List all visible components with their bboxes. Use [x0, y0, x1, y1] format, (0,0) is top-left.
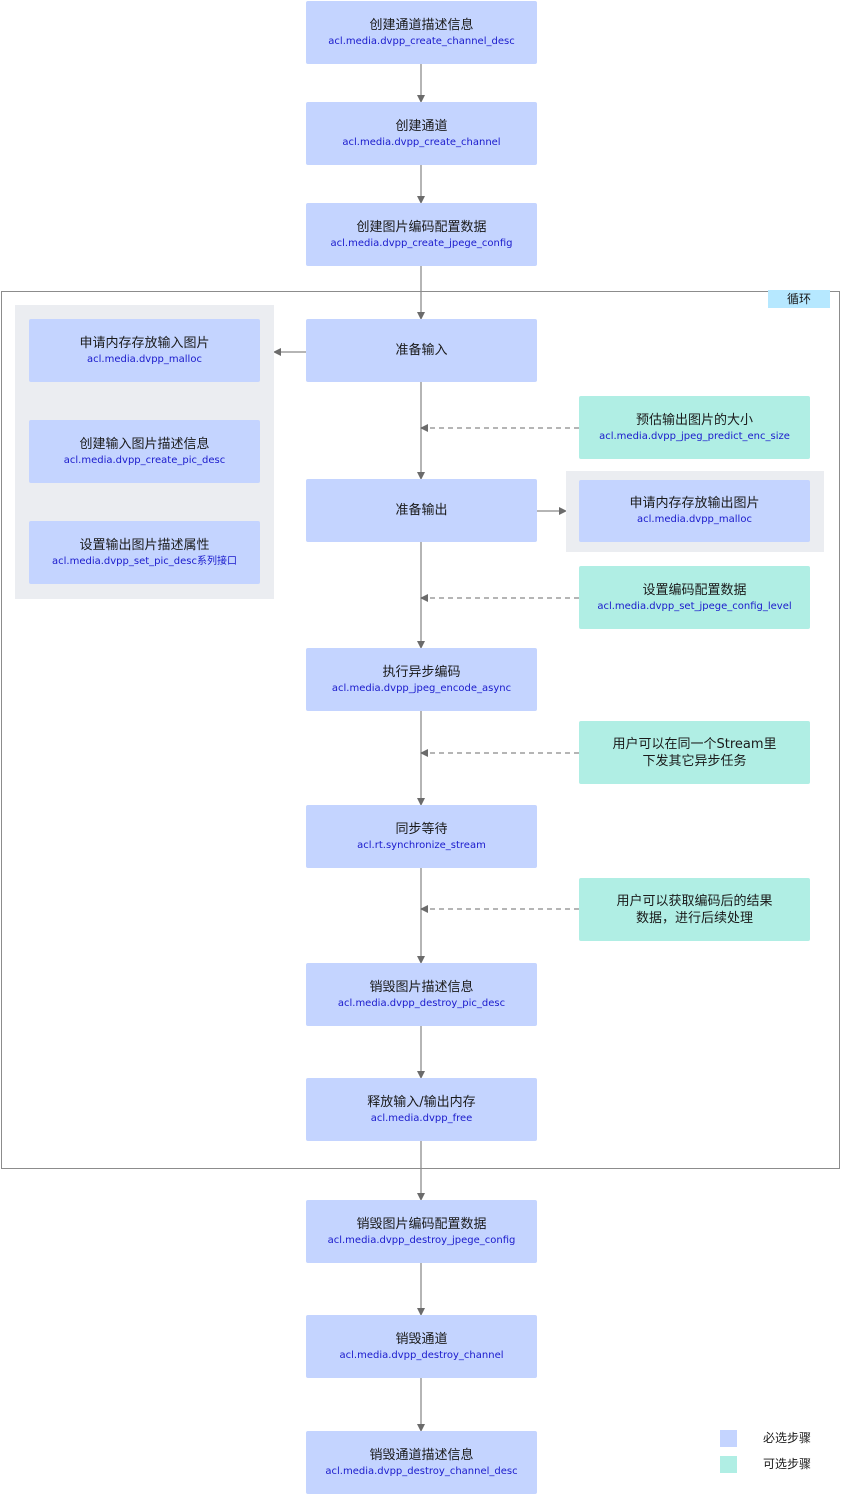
legend-optional-swatch [720, 1456, 737, 1473]
optional-predict-enc-size: 预估输出图片的大小 acl.media.dvpp_jpeg_predict_en… [579, 396, 810, 459]
step-destroy-jpege-config: 销毁图片编码配置数据 acl.media.dvpp_destroy_jpege_… [306, 1200, 537, 1263]
step-title: 申请内存存放输入图片 [79, 335, 210, 351]
step-title: 销毁通道 [395, 1331, 448, 1347]
step-code: acl.media.dvpp_destroy_pic_desc [337, 997, 506, 1009]
legend-optional-label: 可选步骤 [763, 1457, 812, 1471]
step-code: acl.media.dvpp_destroy_jpege_config [327, 1234, 516, 1246]
input-step-create-pic-desc: 创建输入图片描述信息 acl.media.dvpp_create_pic_des… [29, 420, 260, 483]
optional-set-jpege-config: 设置编码配置数据 acl.media.dvpp_set_jpege_config… [579, 566, 810, 629]
step-title: 创建通道 [395, 118, 448, 134]
step-code: acl.media.dvpp_destroy_channel [339, 1349, 504, 1361]
step-code: acl.media.dvpp_malloc [87, 353, 202, 365]
step-title: 设置编码配置数据 [642, 582, 747, 598]
step-synchronize-stream: 同步等待 acl.rt.synchronize_stream [306, 805, 537, 868]
note-line: 用户可以获取编码后的结果 [616, 893, 773, 909]
step-destroy-channel: 销毁通道 acl.media.dvpp_destroy_channel [306, 1315, 537, 1378]
step-title: 执行异步编码 [382, 664, 461, 680]
step-destroy-pic-desc: 销毁图片描述信息 acl.media.dvpp_destroy_pic_desc [306, 963, 537, 1026]
step-create-channel-desc: 创建通道描述信息 acl.media.dvpp_create_channel_d… [306, 1, 537, 64]
step-code: acl.media.dvpp_create_channel [342, 136, 501, 148]
step-code: acl.rt.synchronize_stream [357, 839, 486, 851]
optional-process-result-note: 用户可以获取编码后的结果 数据，进行后续处理 [579, 878, 810, 941]
step-title: 销毁图片描述信息 [369, 979, 474, 995]
step-title: 设置输出图片描述属性 [79, 537, 210, 553]
loop-label: 循环 [768, 290, 830, 308]
note-line: 用户可以在同一个Stream里 [612, 736, 777, 752]
step-code: acl.media.dvpp_create_jpege_config [330, 237, 513, 249]
step-code: acl.media.dvpp_set_pic_desc系列接口 [52, 555, 237, 567]
note-line: 下发其它异步任务 [642, 753, 747, 769]
step-title: 准备输入 [395, 343, 448, 358]
step-code: acl.media.dvpp_set_jpege_config_level [597, 600, 792, 612]
legend-required-label: 必选步骤 [763, 1431, 812, 1445]
step-jpeg-encode-async: 执行异步编码 acl.media.dvpp_jpeg_encode_async [306, 648, 537, 711]
step-title: 预估输出图片的大小 [635, 412, 753, 428]
step-create-jpege-config: 创建图片编码配置数据 acl.media.dvpp_create_jpege_c… [306, 203, 537, 266]
step-title: 销毁图片编码配置数据 [356, 1216, 487, 1232]
step-dvpp-free: 释放输入/输出内存 acl.media.dvpp_free [306, 1078, 537, 1141]
loop-frame [1, 291, 840, 1169]
step-code: acl.media.dvpp_jpeg_predict_enc_size [599, 430, 790, 442]
step-title: 创建图片编码配置数据 [356, 219, 487, 235]
step-code: acl.media.dvpp_malloc [637, 514, 752, 525]
step-prepare-output: 准备输出 [306, 479, 537, 542]
step-code: acl.media.dvpp_create_channel_desc [328, 35, 515, 47]
step-code: acl.media.dvpp_destroy_channel_desc [325, 1465, 518, 1477]
step-code: acl.media.dvpp_create_pic_desc [63, 454, 226, 466]
step-title: 创建输入图片描述信息 [79, 436, 210, 452]
optional-async-tasks-note: 用户可以在同一个Stream里 下发其它异步任务 [579, 721, 810, 784]
step-prepare-input: 准备输入 [306, 319, 537, 382]
output-step-malloc: 申请内存存放输出图片 acl.media.dvpp_malloc [579, 480, 810, 542]
step-destroy-channel-desc: 销毁通道描述信息 acl.media.dvpp_destroy_channel_… [306, 1431, 537, 1494]
input-step-set-pic-desc: 设置输出图片描述属性 acl.media.dvpp_set_pic_desc系列… [29, 521, 260, 584]
input-step-malloc: 申请内存存放输入图片 acl.media.dvpp_malloc [29, 319, 260, 382]
note-line: 数据，进行后续处理 [635, 910, 753, 926]
step-title: 销毁通道描述信息 [369, 1447, 474, 1463]
step-code: acl.media.dvpp_jpeg_encode_async [331, 682, 512, 694]
step-code: acl.media.dvpp_free [370, 1112, 473, 1124]
step-title: 申请内存存放输出图片 [629, 496, 760, 511]
step-title: 创建通道描述信息 [369, 17, 474, 33]
step-title: 释放输入/输出内存 [367, 1094, 476, 1110]
step-create-channel: 创建通道 acl.media.dvpp_create_channel [306, 102, 537, 165]
step-title: 同步等待 [395, 821, 448, 837]
legend-required-swatch [720, 1430, 737, 1447]
step-title: 准备输出 [395, 503, 448, 518]
